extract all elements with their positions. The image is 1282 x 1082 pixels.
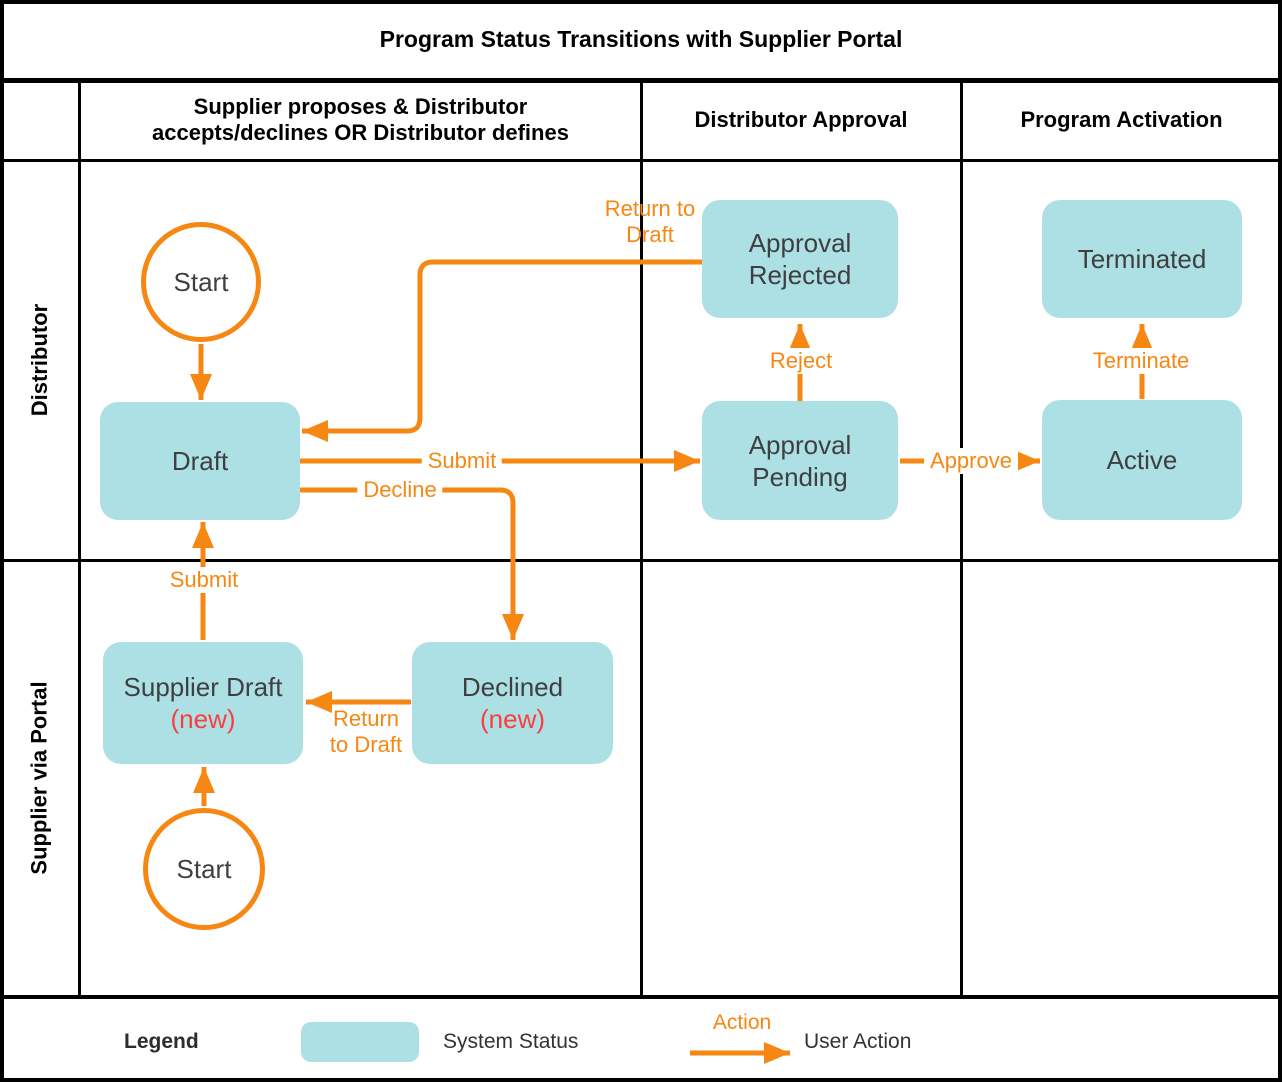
node-active: Active: [1042, 400, 1242, 520]
diagram-title: Program Status Transitions with Supplier…: [379, 25, 903, 52]
edge-label-decline: Decline: [357, 477, 443, 503]
legend-action-label: Action: [712, 1011, 772, 1034]
start-node-supplier: Start: [143, 808, 265, 930]
legend-system-status-label: System Status: [443, 1030, 579, 1053]
edge-decline-draft-to-declined: [300, 487, 524, 640]
node-supplier-draft-label: Supplier Draft: [123, 672, 283, 702]
legend-heading: Legend: [124, 1030, 199, 1053]
start-node-distributor-label: Start: [173, 266, 229, 297]
edge-label-return-to-draft-top: Return to Draft: [604, 196, 696, 247]
column-header-program-activation-label: Program Activation: [1020, 107, 1223, 132]
column-header-proposal: Supplier proposes & Distributor accepts/…: [80, 82, 641, 158]
node-terminated: Terminated: [1042, 200, 1242, 318]
column-header-distributor-approval-label: Distributor Approval: [694, 107, 908, 132]
node-terminated-label: Terminated: [1077, 244, 1207, 274]
column-header-program-activation: Program Activation: [961, 82, 1282, 158]
edge-label-submit-top: Submit: [421, 448, 503, 474]
lane-label-column-divider: [78, 80, 81, 995]
start-node-distributor: Start: [141, 222, 261, 342]
node-declined: Declined (new): [412, 642, 613, 764]
lane-label-supplier-via-portal-text: Supplier via Portal: [27, 681, 53, 875]
diagram-title-row: Program Status Transitions with Supplier…: [0, 0, 1282, 78]
lane-label-supplier-via-portal: Supplier via Portal: [0, 560, 80, 996]
column-header-proposal-label: Supplier proposes & Distributor accepts/…: [152, 94, 569, 145]
edge-label-reject: Reject: [763, 348, 839, 374]
node-approval-pending: Approval Pending: [702, 401, 898, 520]
node-draft: Draft: [100, 402, 300, 520]
start-node-supplier-label: Start: [176, 853, 232, 884]
edge-label-terminate: Terminate: [1086, 348, 1196, 374]
node-draft-label: Draft: [171, 446, 229, 476]
node-active-label: Active: [1106, 445, 1178, 475]
node-approval-pending-label: Approval Pending: [748, 429, 852, 492]
node-supplier-draft-new-tag: (new): [170, 704, 236, 734]
column-divider-2: [960, 80, 963, 995]
edge-label-approve: Approve: [924, 448, 1018, 474]
legend-system-status-swatch: [301, 1022, 419, 1062]
column-header-distributor-approval: Distributor Approval: [641, 82, 961, 158]
node-declined-new-tag: (new): [479, 704, 545, 734]
node-supplier-draft: Supplier Draft (new): [103, 642, 303, 764]
node-approval-rejected-label: Approval Rejected: [748, 228, 852, 290]
column-divider-1: [640, 80, 643, 995]
legend-row-divider: [0, 995, 1282, 999]
lane-label-distributor: Distributor: [0, 160, 80, 560]
node-approval-rejected: Approval Rejected: [702, 200, 898, 318]
lane-label-distributor-text: Distributor: [27, 303, 53, 417]
node-declined-label: Declined: [461, 672, 564, 702]
edge-label-submit-bottom: Submit: [163, 567, 245, 593]
edge-label-return-to-draft-bottom: Return to Draft: [329, 706, 403, 757]
legend-user-action-label: User Action: [804, 1030, 912, 1053]
